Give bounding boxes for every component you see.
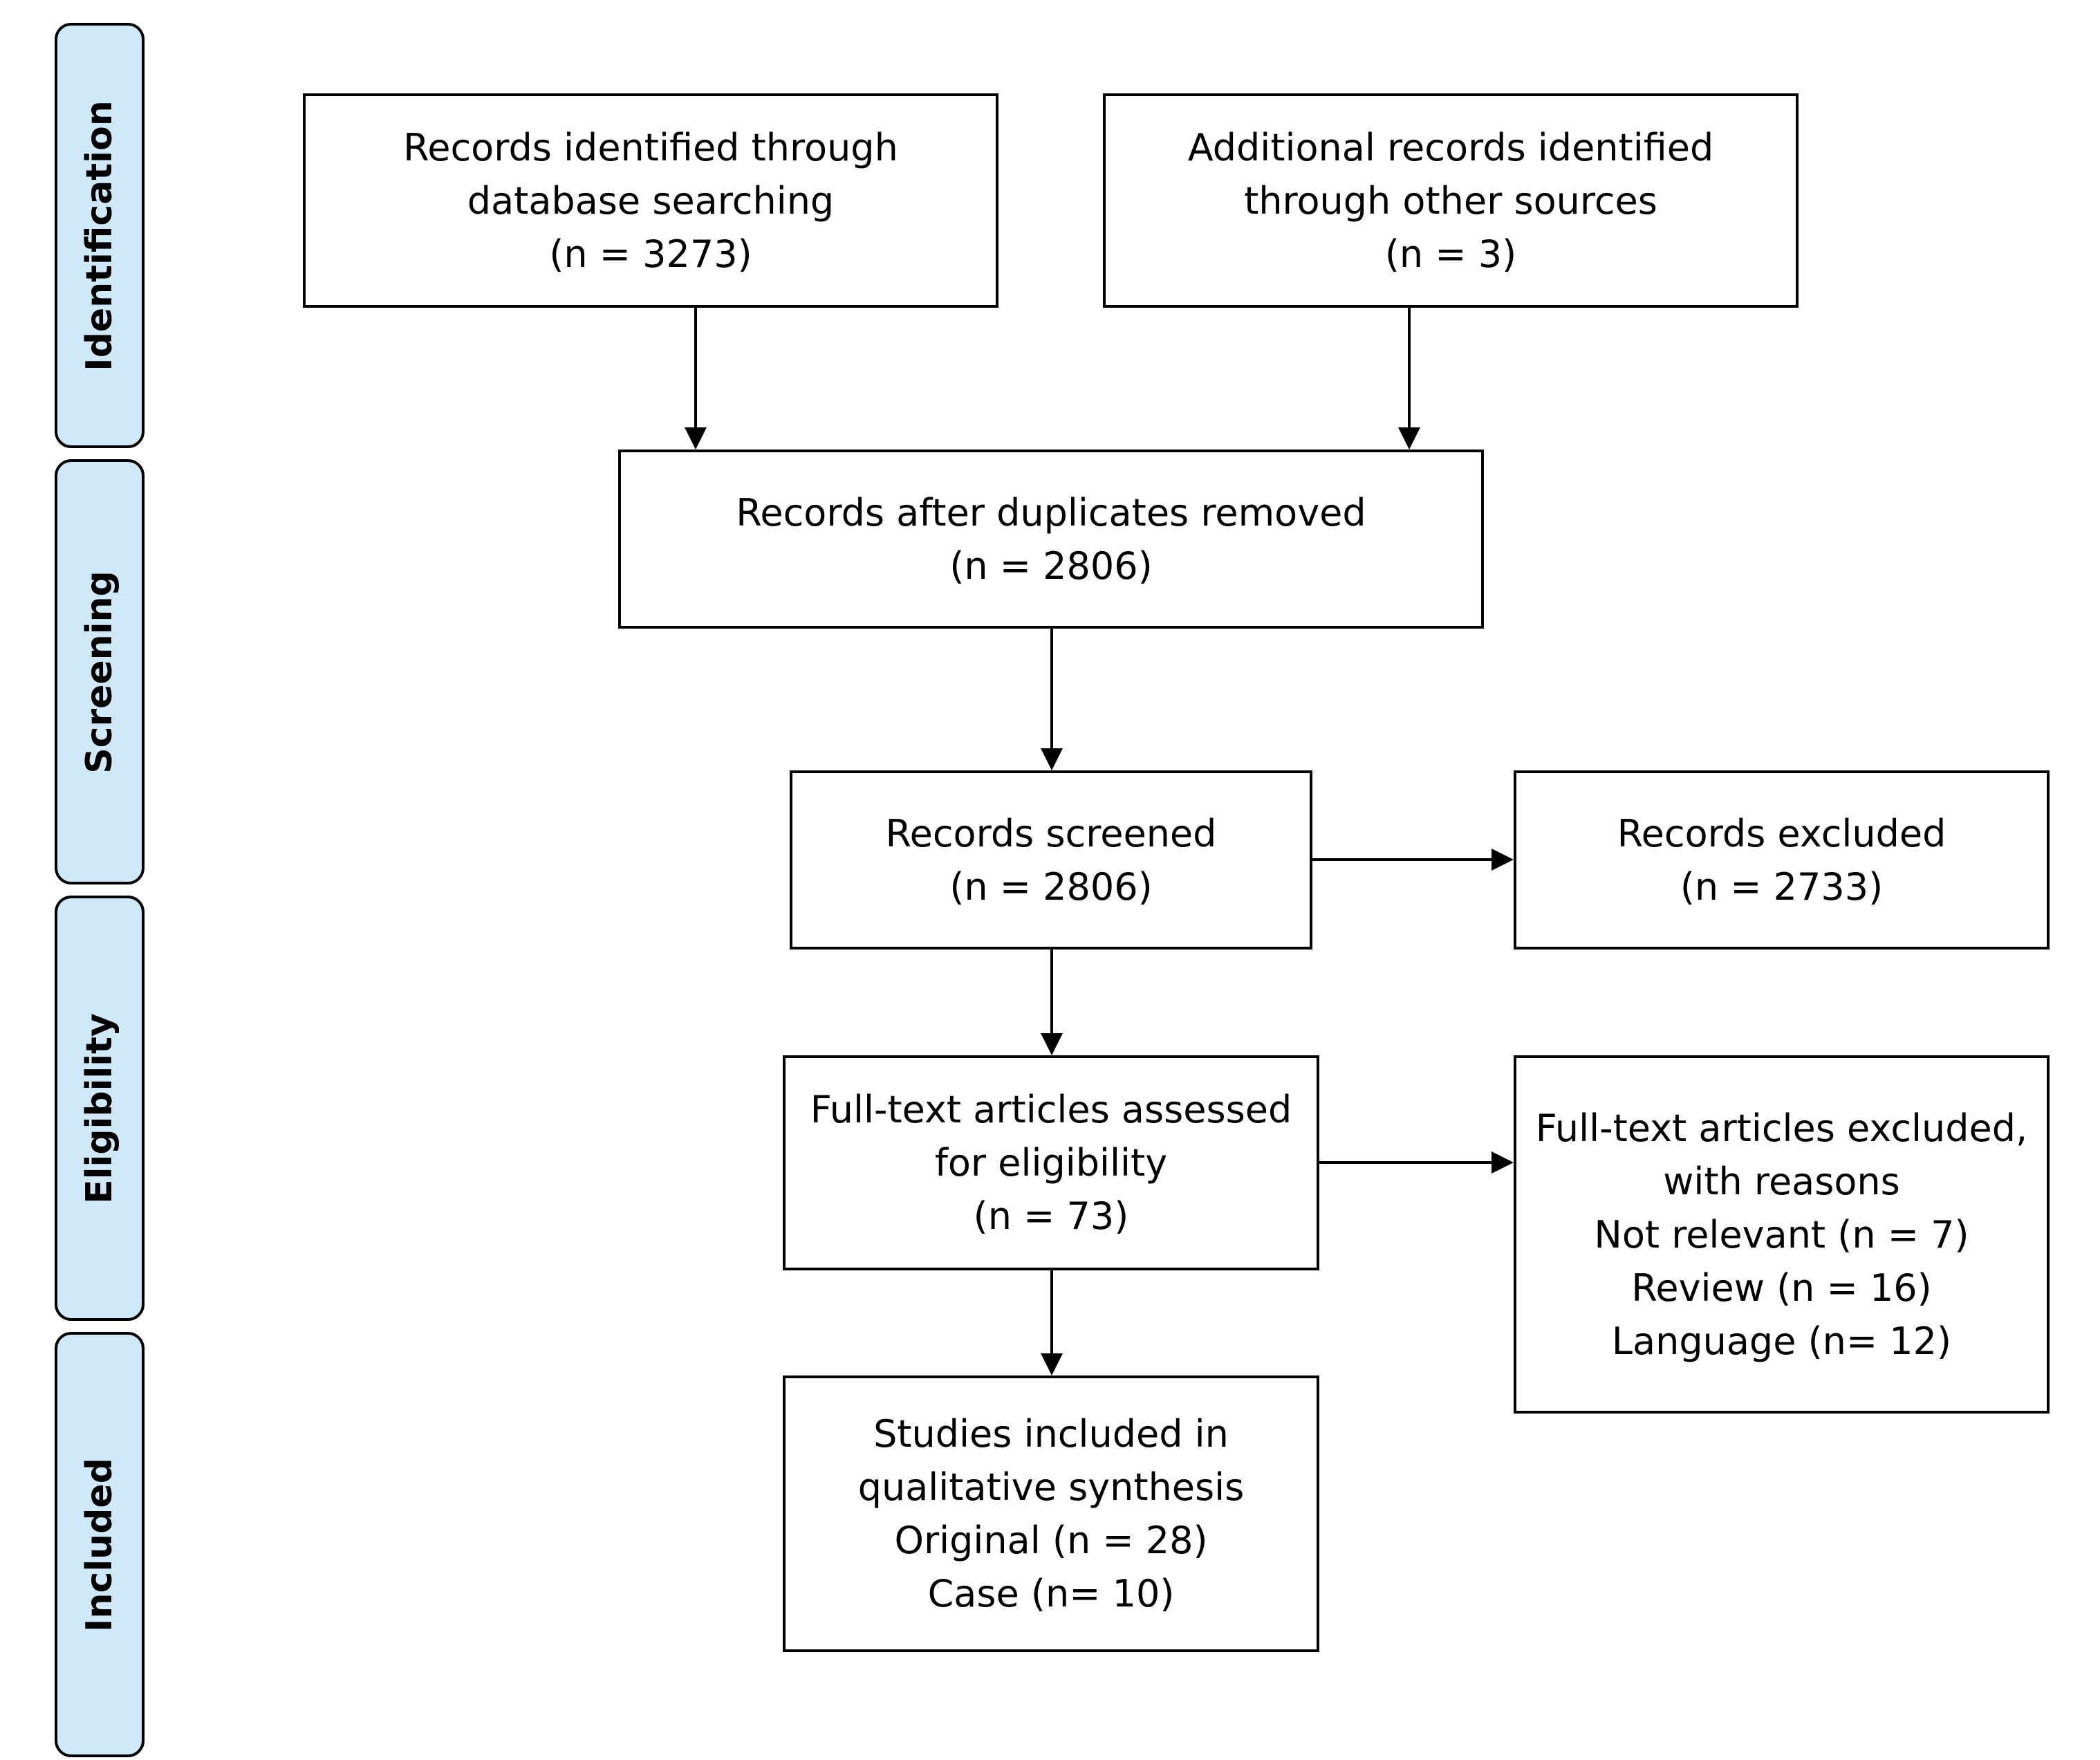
- box-count: (n = 73): [973, 1194, 1129, 1238]
- box-text-line: Full-text articles excluded,: [1535, 1106, 2028, 1150]
- box-text-line: qualitative synthesis: [857, 1465, 1245, 1509]
- arrow-other-to-duplicates: [1398, 308, 1420, 450]
- box-count: (n = 2806): [949, 864, 1153, 909]
- box-fulltext-assessed: Full-text articles assessed for eligibil…: [783, 1055, 1319, 1270]
- box-count: (n = 2806): [949, 544, 1153, 588]
- box-records-other-sources: Additional records identified through ot…: [1103, 93, 1799, 308]
- box-text-line: Records identified through: [403, 125, 898, 169]
- phase-screening: Screening: [55, 459, 145, 884]
- box-count: (n = 2733): [1680, 864, 1884, 909]
- box-text-line: for eligibility: [934, 1141, 1168, 1185]
- phase-included: Included: [55, 1332, 145, 1757]
- arrow-fulltext-to-ft-excluded: [1319, 1151, 1514, 1174]
- phase-eligibility: Eligibility: [55, 896, 145, 1321]
- box-fulltext-excluded: Full-text articles excluded, with reason…: [1514, 1055, 2050, 1414]
- box-text-line: Additional records identified: [1187, 125, 1714, 169]
- phase-label-eligibility: Eligibility: [79, 1012, 120, 1204]
- exclusion-reason: Not relevant (n = 7): [1594, 1212, 1969, 1257]
- box-duplicates-removed: Records after duplicates removed (n = 28…: [618, 450, 1484, 629]
- box-records-screened: Records screened (n = 2806): [790, 770, 1312, 950]
- arrow-screened-to-fulltext: [1041, 950, 1063, 1055]
- box-text-line: Studies included in: [873, 1412, 1229, 1456]
- exclusion-reason: Language (n= 12): [1611, 1319, 1952, 1363]
- arrow-screened-to-excluded: [1312, 849, 1514, 871]
- arrow-duplicates-to-screened: [1041, 629, 1063, 770]
- box-text-line: with reasons: [1663, 1159, 1900, 1203]
- included-breakdown: Case (n= 10): [927, 1572, 1175, 1615]
- box-text-line: Records after duplicates removed: [736, 490, 1366, 535]
- box-text-line: Full-text articles assessed: [810, 1088, 1292, 1131]
- phase-identification: Identification: [55, 23, 145, 448]
- box-text-line: Records screened: [885, 811, 1217, 855]
- box-studies-included: Studies included in qualitative synthesi…: [783, 1375, 1319, 1652]
- box-text-line: Records excluded: [1617, 811, 1946, 855]
- box-records-excluded: Records excluded (n = 2733): [1514, 770, 2050, 950]
- phase-label-identification: Identification: [79, 100, 120, 371]
- arrow-database-to-duplicates: [685, 308, 707, 450]
- phase-label-screening: Screening: [79, 570, 120, 774]
- box-text-line: through other sources: [1244, 178, 1657, 223]
- box-count: (n = 3273): [549, 232, 752, 276]
- included-breakdown: Original (n = 28): [894, 1519, 1208, 1562]
- box-count: (n = 3): [1384, 232, 1517, 276]
- box-text-line: database searching: [467, 178, 835, 223]
- arrow-fulltext-to-included: [1041, 1270, 1063, 1375]
- phase-label-included: Included: [79, 1457, 120, 1632]
- exclusion-reason: Review (n = 16): [1631, 1266, 1932, 1310]
- box-records-database: Records identified through database sear…: [303, 93, 998, 308]
